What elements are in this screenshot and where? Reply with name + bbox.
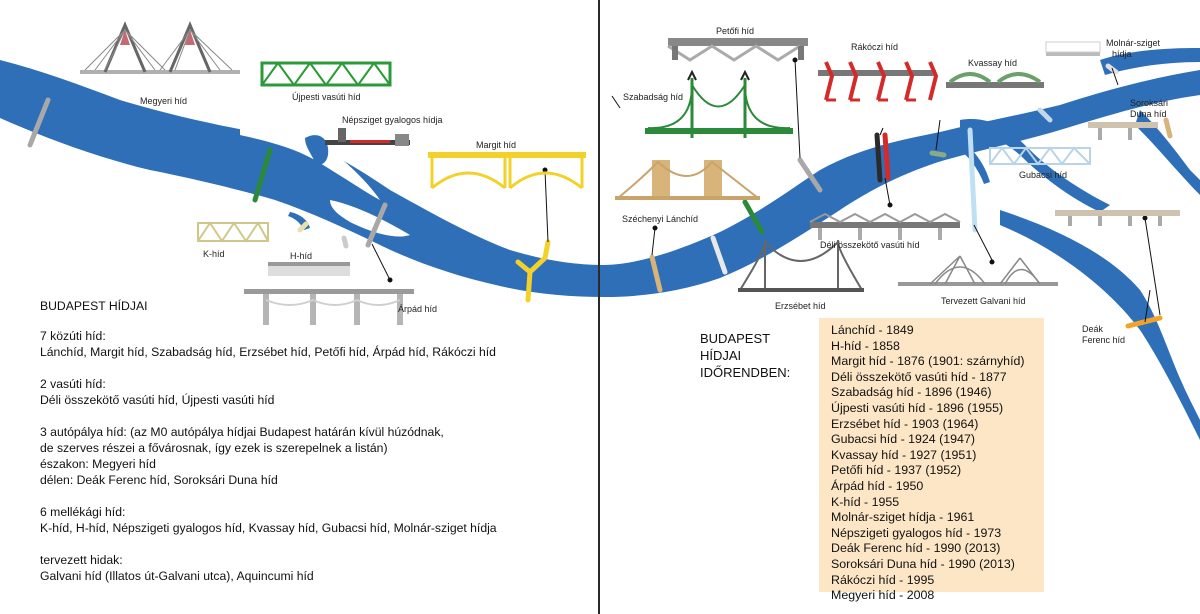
summary-title: BUDAPEST HÍDJAI [40, 299, 148, 313]
chronology-item: Lánchíd - 1849 [831, 323, 914, 337]
branch-bridges-heading: 6 mellékági híd: [40, 505, 126, 519]
rakoczi-marker[interactable] [882, 132, 891, 181]
chronology-item: Deák Ferenc híd - 1990 (2013) [831, 541, 1001, 556]
label-petofi: Petőfi híd [716, 26, 755, 36]
arpad-marker[interactable] [365, 202, 388, 248]
rail-bridges-list: Déli összekötő vasúti híd, Újpesti vasút… [40, 393, 275, 407]
molnar-illustration [1045, 41, 1101, 56]
label-szabadsag: Szabadság híd [623, 92, 684, 102]
petofi-illustration [667, 38, 808, 62]
megyeri-illustration [80, 21, 240, 74]
chronology-item: Kvassay híd - 1927 (1951) [831, 447, 977, 462]
label-molnar-2: hídja [1112, 49, 1132, 59]
arpad-illustration [244, 289, 414, 325]
chronology-item: Árpád híd - 1950 [831, 478, 924, 493]
chronology-list: Lánchíd - 1849 H-híd - 1858 Margit híd -… [819, 318, 1044, 604]
rakoczi-illustration [818, 61, 939, 102]
megyeri-marker[interactable] [27, 97, 51, 148]
rail-bridges-heading: 2 vasúti híd: [40, 377, 106, 391]
chronology-item: Erzsébet híd - 1903 (1964) [831, 416, 979, 431]
label-gubacsi: Gubacsi híd [1019, 170, 1068, 180]
petofi-marker[interactable] [797, 157, 823, 193]
chronology-item: Déli összekötő vasúti híd - 1877 [831, 369, 1007, 384]
label-erzsebet: Erzsébet híd [775, 301, 826, 311]
label-nepsziget: Népsziget gyalogos hídja [342, 115, 443, 125]
chronology-title: BUDAPEST HÍDJAI IDŐRENDBEN: [700, 330, 810, 381]
chronology-box: Lánchíd - 1849 H-híd - 1858 Margit híd -… [819, 318, 1044, 602]
chronology-item: Margit híd - 1876 (1901: szárnyhíd) [831, 354, 1025, 369]
motorway-bridges-note: de szerves részei a fővárosnak, így ezek… [40, 441, 388, 455]
label-rakoczi: Rákóczi híd [851, 42, 899, 52]
erzsebet-illustration [738, 239, 864, 292]
label-soroksari-1: Soroksári [1130, 98, 1169, 108]
margit-illustration [428, 152, 586, 190]
khid-illustration [197, 221, 269, 243]
label-galvani: Tervezett Galvani híd [941, 296, 1026, 306]
chronology-title-line1: BUDAPEST HÍDJAI [700, 331, 770, 363]
chronology-item: Molnár-sziget hídja - 1961 [831, 510, 975, 525]
chronology-item: Gubacsi híd - 1924 (1947) [831, 432, 975, 447]
chronology-item: Rákóczi híd - 1995 [831, 572, 935, 587]
label-deak-1: Deák [1082, 324, 1104, 334]
label-soroksari-2: Duna híd [1130, 109, 1167, 119]
chronology-item: Szabadság híd - 1896 (1946) [831, 385, 992, 400]
galvani-marker[interactable] [967, 127, 978, 233]
galvani-illustration [898, 255, 1058, 286]
label-szechenyi: Széchenyi Lánchíd [622, 214, 699, 224]
deli-marker[interactable] [874, 132, 883, 183]
label-margit: Margit híd [476, 140, 517, 150]
label-arpad: Árpád híd [398, 304, 438, 314]
label-megyeri: Megyeri híd [140, 96, 188, 106]
szechenyi-marker[interactable] [649, 254, 663, 293]
margit-marker[interactable] [515, 239, 551, 303]
chronology-title-line2: IDŐRENDBEN: [700, 365, 791, 380]
planned-bridges-list: Galvani híd (Illatos út-Galvani utca), A… [40, 569, 314, 583]
bridge-summary: BUDAPEST HÍDJAI 7 közúti híd: Lánchíd, M… [40, 298, 560, 600]
planned-bridges-heading: tervezett hidak: [40, 553, 123, 567]
page-divider [598, 0, 600, 614]
label-hhid: H-híd [290, 251, 313, 261]
chronology-item: Soroksári Duna híd - 1990 (2013) [831, 556, 1015, 571]
kvassay-illustration [946, 72, 1044, 88]
chronology-item: H-híd - 1858 [831, 338, 900, 353]
szechenyi-illustration [615, 160, 760, 200]
leader-lines [371, 57, 1161, 323]
road-bridges-heading: 7 közúti híd: [40, 329, 106, 343]
bridge-markers [27, 63, 1173, 329]
soroksari-marker[interactable] [1163, 117, 1173, 139]
khid-marker[interactable] [297, 221, 309, 233]
hhid-marker[interactable] [341, 235, 349, 249]
motorway-north: északon: Megyeri híd [40, 457, 156, 471]
ujpesti-illustration [260, 61, 392, 87]
gubacsi-illustration [989, 146, 1091, 166]
szabadsag-marker[interactable] [742, 199, 765, 235]
nepsziget-illustration [325, 128, 410, 146]
motorway-bridges-heading: 3 autópálya híd: (az M0 autópálya hídjai… [40, 425, 444, 439]
chronology-item: K-híd - 1955 [831, 494, 900, 509]
deli-illustration [809, 212, 961, 240]
kvassay-marker[interactable] [929, 150, 947, 158]
label-molnar-1: Molnár-sziget [1106, 38, 1161, 48]
erzsebet-marker[interactable] [710, 235, 728, 275]
label-khid: K-híd [203, 249, 225, 259]
motorway-south: délen: Deák Ferenc híd, Soroksári Duna h… [40, 473, 278, 487]
szabadsag-illustration [645, 69, 793, 138]
chronology-item: Népszigeti gyalogos híd - 1973 [831, 525, 1002, 540]
branch-bridges-list: K-híd, H-híd, Népszigeti gyalogos híd, K… [40, 521, 497, 535]
chronology-item: Újpesti vasúti híd - 1896 (1955) [831, 400, 1004, 415]
label-deli: Déli összekötő vasúti híd [820, 240, 920, 250]
chronology-item: Petőfi híd - 1937 (1952) [831, 463, 962, 478]
chronology-item: Megyeri híd - 2008 [831, 588, 935, 603]
ujpesti-marker[interactable] [252, 147, 273, 203]
deak-marker[interactable] [1125, 315, 1163, 329]
hhid-illustration [268, 262, 350, 276]
label-kvassay: Kvassay híd [968, 58, 1018, 68]
road-bridges-list: Lánchíd, Margit híd, Szabadság híd, Erzs… [40, 345, 496, 359]
label-deak-2: Ferenc híd [1082, 335, 1126, 345]
gubacsi-marker[interactable] [1037, 107, 1053, 123]
soroksari-illustration [1088, 122, 1158, 140]
label-ujpesti: Újpesti vasúti híd [292, 92, 361, 102]
deak-illustration [1055, 210, 1180, 226]
